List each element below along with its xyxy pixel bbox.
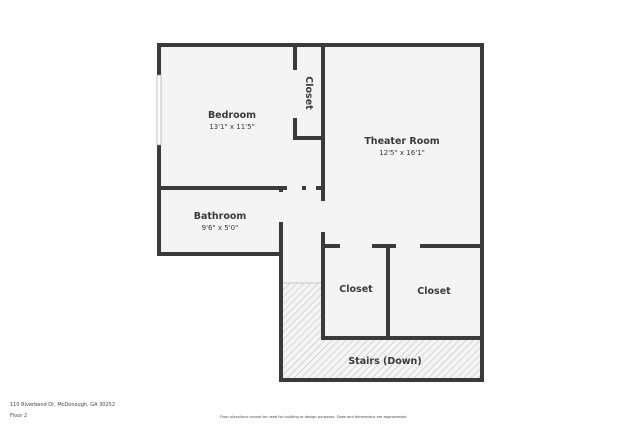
stairs-hatch bbox=[283, 283, 480, 378]
disclaimer: Floor plans/tour cannot be used for buil… bbox=[220, 415, 408, 419]
room-closet-left: Closet bbox=[339, 284, 373, 295]
walls bbox=[157, 43, 484, 382]
room-closet-top: Closet bbox=[303, 76, 314, 110]
room-stairs: Stairs (Down) bbox=[348, 356, 421, 367]
room-closet-right: Closet bbox=[417, 286, 451, 297]
window bbox=[156, 74, 162, 146]
room-dims: 12'5" x 16'1" bbox=[379, 149, 425, 157]
room-dims: 13'1" x 11'5" bbox=[209, 123, 255, 131]
room-bathroom: Bathroom 9'6" x 5'0" bbox=[194, 211, 247, 232]
floor-label: Floor 2 bbox=[10, 413, 28, 419]
room-bedroom: Bedroom 13'1" x 11'5" bbox=[208, 110, 256, 131]
room-name: Closet bbox=[339, 284, 373, 295]
room-theater: Theater Room 12'5" x 16'1" bbox=[364, 136, 439, 157]
room-dims: 9'6" x 5'0" bbox=[202, 224, 239, 232]
room-name: Closet bbox=[417, 286, 451, 297]
room-name: Bathroom bbox=[194, 211, 247, 222]
room-name: Theater Room bbox=[364, 136, 439, 147]
room-name: Stairs (Down) bbox=[348, 356, 421, 367]
room-name: Bedroom bbox=[208, 110, 256, 121]
room-name: Closet bbox=[303, 76, 314, 110]
address: 110 Riverbend Dr, McDonough, GA 30252 bbox=[10, 402, 116, 408]
